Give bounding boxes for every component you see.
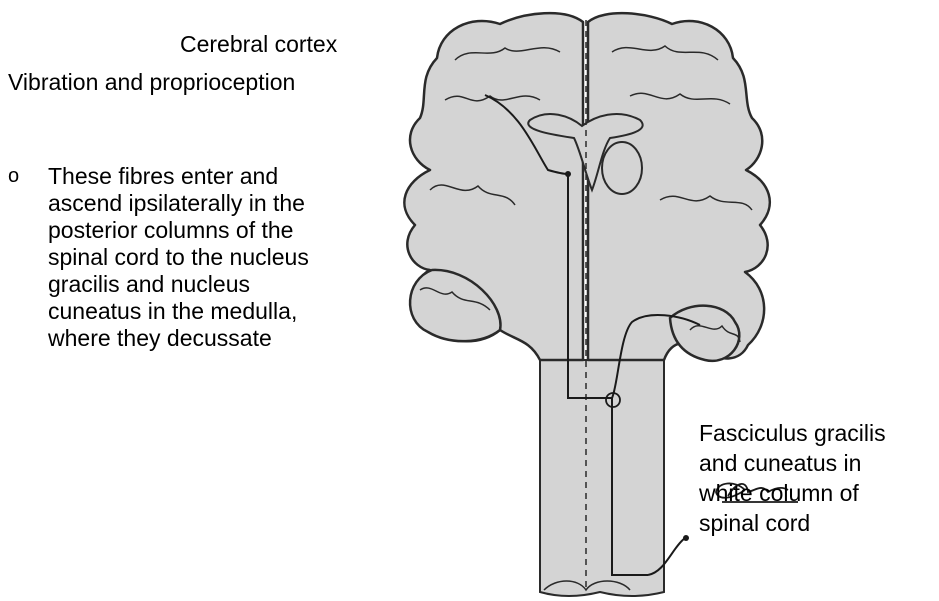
thalamus: [602, 142, 642, 194]
bullet-line: cuneatus in the medulla,: [48, 297, 297, 325]
cerebral-cortex-label: Cerebral cortex: [180, 30, 337, 58]
fasciculus-line: and cuneatus in: [699, 448, 886, 478]
spinal-cord: [540, 360, 664, 596]
bullet-line: gracilis and nucleus: [48, 270, 250, 298]
fasciculus-line: Fasciculus gracilis: [699, 418, 886, 448]
bullet-line: spinal cord to the nucleus: [48, 243, 309, 271]
thalamus-relay-dot: [565, 171, 571, 177]
fasciculus-line: white column of: [699, 478, 886, 508]
vibration-proprioception-label: Vibration and proprioception: [8, 68, 295, 96]
bullet-line: posterior columns of the: [48, 216, 293, 244]
bullet-line: where they decussate: [48, 324, 272, 352]
entry-point-dot: [683, 535, 689, 541]
right-cerebellum: [670, 306, 739, 361]
fasciculus-line: spinal cord: [699, 508, 886, 538]
bullet-line: These fibres enter and: [48, 162, 278, 190]
bullet-line: ascend ipsilaterally in the: [48, 189, 305, 217]
bullet-marker: o: [8, 162, 19, 190]
fasciculus-label: Fasciculus gracilis and cuneatus in whit…: [699, 418, 886, 538]
